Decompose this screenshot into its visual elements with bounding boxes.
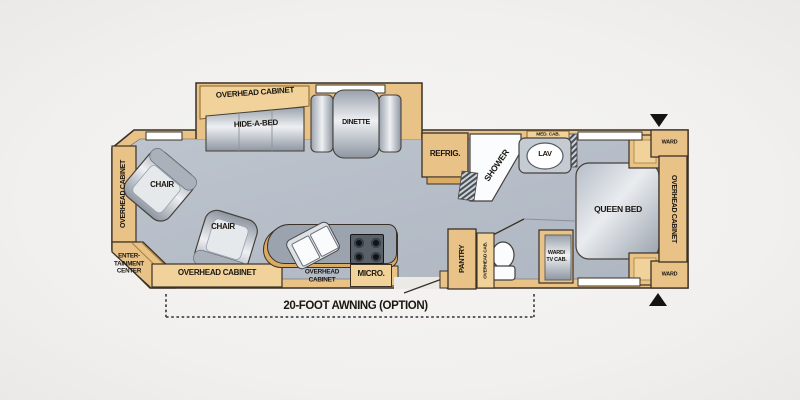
pantry	[447, 228, 477, 290]
galley-overhead-cabinet-long	[151, 263, 283, 288]
entry-door-swing	[403, 278, 443, 294]
awning-label: 20-FOOT AWNING (OPTION)	[283, 300, 428, 312]
front-overhead-cabinet-label: OVERHEAD CABINET	[669, 175, 677, 243]
stove-burner	[371, 238, 381, 248]
slideout-overhead-cabinet	[199, 85, 310, 120]
chair-front-label: CHAIR	[211, 222, 235, 231]
bedroom-window-top	[577, 131, 643, 141]
chair-rear-label: CHAIR	[150, 180, 174, 189]
overhead-cab-narrow	[476, 232, 495, 289]
slide-arrow-up-icon	[649, 293, 667, 306]
pantry-label: PANTRY	[456, 244, 466, 274]
stove-burner	[354, 238, 364, 248]
bath-door-swing	[488, 218, 525, 238]
refrigerator	[421, 132, 469, 178]
microwave-cabinet	[350, 264, 392, 287]
awning-dashed-line	[165, 294, 535, 318]
wardrobe-top	[650, 129, 689, 158]
hide-a-bed-sofa	[205, 106, 305, 152]
entry-door-opening	[394, 277, 446, 289]
bedroom-step-line	[523, 218, 576, 222]
overhead-cab-narrow-label: OVERHEAD CAB.	[482, 242, 488, 279]
microwave-label: MICRO.	[357, 269, 385, 278]
stove-cooktop	[350, 234, 384, 264]
wardrobe-bottom	[650, 260, 689, 289]
ward-tv-cabinet-face	[544, 234, 572, 281]
stove-burner	[371, 252, 381, 262]
stove-burner	[354, 252, 364, 262]
dinette-table	[332, 89, 380, 159]
ward-tv-cabinet-label: WARD/ TV CAB.	[546, 249, 567, 263]
shower-door-hatch	[457, 170, 479, 202]
front-overhead-cabinet	[658, 155, 688, 263]
dinette-bench-right	[378, 94, 402, 153]
bedroom-window-bottom	[577, 277, 641, 287]
swivel-chair-rear	[123, 148, 197, 222]
entertainment-center-label: ENTER- TAINMENT CENTER	[114, 252, 144, 275]
kitchen-overhead-cabinet-label: OVERHEAD CABINET	[304, 268, 340, 284]
refrigerator-label: REFRIG.	[429, 149, 461, 158]
lavatory-label: LAV	[538, 149, 552, 158]
toilet-tank	[490, 265, 516, 281]
wardrobe-bottom-label: WARD	[661, 270, 678, 277]
refrigerator-base	[426, 176, 464, 185]
slide-arrow-down-icon	[650, 114, 668, 127]
galley-overhead-cabinet-label: OVERHEAD CABINET	[177, 268, 257, 277]
dinette-label: DINETTE	[342, 119, 370, 126]
street-side-window	[145, 131, 183, 141]
rear-overhead-cabinet-label: OVERHEAD CABINET	[120, 160, 128, 228]
queen-bed-label: QUEEN BED	[594, 204, 642, 214]
wardrobe-top-label: WARD	[661, 138, 678, 145]
toilet-bowl	[491, 241, 515, 269]
medicine-cabinet-label: MED. CAB.	[536, 131, 560, 137]
lavatory-sink	[526, 142, 564, 170]
